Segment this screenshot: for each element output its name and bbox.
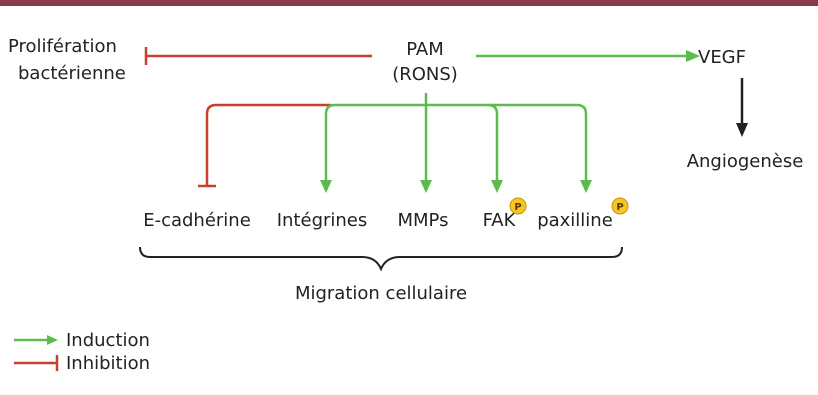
induction-arrowhead-fak <box>491 180 503 193</box>
induction-bracket-line <box>324 103 588 182</box>
legend-induction: Induction <box>14 330 150 351</box>
angiogenese-label: Angiogenèse <box>687 151 804 172</box>
svg-text:P: P <box>616 202 623 213</box>
phospho-badge-paxilline: P <box>611 197 629 215</box>
induction-arrowhead-mmps <box>420 180 432 193</box>
pam-label: PAM <box>406 39 444 60</box>
proliferation-label-line1: Prolifération <box>8 36 117 57</box>
mmps-label: MMPs <box>398 210 449 231</box>
phospho-badge-fak: P <box>509 197 527 215</box>
induction-arrow-fak <box>487 103 499 182</box>
rons-label: (RONS) <box>392 64 458 85</box>
e-cadherine-label: E-cadhérine <box>143 210 251 231</box>
legend-inhibition-label: Inhibition <box>66 353 150 374</box>
inhibition-arrow-e-cadherine <box>205 103 331 185</box>
arrow-vegf-angiogenese <box>736 78 748 137</box>
legend-induction-label: Induction <box>66 330 150 351</box>
migration-brace <box>139 246 623 272</box>
vegf-label: VEGF <box>698 47 746 68</box>
fak-label: FAK <box>483 210 517 231</box>
induction-arrow-vegf <box>476 50 700 62</box>
top-bar <box>0 0 818 6</box>
induction-arrowhead-integrines <box>320 180 332 193</box>
svg-text:P: P <box>514 202 521 213</box>
migration-label: Migration cellulaire <box>295 283 467 304</box>
proliferation-label-line2: bactérienne <box>18 63 126 84</box>
inhibition-arrow-proliferation <box>144 47 372 65</box>
induction-arrowhead-paxilline <box>580 180 592 193</box>
legend-inhibition: Inhibition <box>14 353 150 374</box>
integrines-label: Intégrines <box>277 210 368 231</box>
paxilline-label: paxilline <box>537 210 613 231</box>
